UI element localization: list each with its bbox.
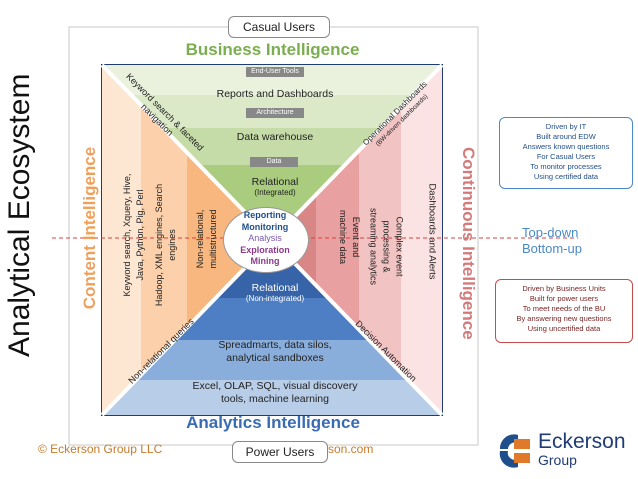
monitoring-label: Monitoring: [241, 221, 289, 232]
page-title: Analytical Ecosystem: [3, 73, 36, 357]
power-users-label: Power Users: [232, 441, 328, 463]
business-intelligence-title: Business Intelligence: [185, 40, 360, 59]
left-col2-line-1: Hadoop, XML engines, Search: [154, 183, 164, 307]
tools-line-1: Excel, OLAP, SQL, visual discovery: [192, 380, 358, 392]
right-col2-line-3: streaming analytics: [368, 207, 379, 286]
right-col1-line-1: Event and: [351, 216, 361, 258]
spreadmarts-line-2: analytical sandboxes: [226, 352, 324, 364]
event-machine-data: Event and machine data: [336, 197, 362, 277]
bu-line-3: To meet needs of the BU: [522, 304, 606, 313]
non-integrated-label: (Non-integrated): [245, 294, 305, 303]
it-line-3: Answers known questions: [522, 142, 610, 151]
continuous-intelligence-title: Continuous Intelligence: [459, 147, 478, 340]
architecture-tag: Architecture: [246, 108, 304, 118]
it-line-1: Driven by IT: [545, 122, 587, 131]
relational-non-integrated: Relational (Non-integrated): [225, 282, 325, 303]
analytics-intelligence-title: Analytics Intelligence: [186, 413, 360, 432]
integrated-label: (Integrated): [254, 188, 296, 197]
mining-label: Mining: [250, 256, 280, 266]
right-col1-line-2: machine data: [338, 209, 348, 265]
tools-line-2: tools, machine learning: [221, 393, 329, 405]
reporting-label: Reporting: [243, 210, 287, 220]
top-down-divider: [52, 237, 578, 239]
eckerson-group-text: Group: [538, 452, 577, 468]
dashboards-and-alerts: Dashboards and Alerts: [426, 162, 439, 302]
right-col2-line-2: processing &: [381, 220, 392, 273]
complex-event-processing: Complex event processing & streaming ana…: [367, 192, 406, 302]
website-text: son.com: [328, 442, 374, 456]
data-tag: Data: [250, 157, 298, 167]
center-ellipse: [223, 207, 309, 273]
it-line-5: To monitor processes: [530, 162, 602, 171]
spreadmarts-line-1: Spreadmarts, data silos,: [218, 339, 332, 351]
it-line-6: Using certified data: [533, 172, 599, 181]
content-intelligence-title: Content Intelligence: [80, 146, 99, 310]
right-col3-line-1: Dashboards and Alerts: [426, 183, 438, 280]
it-line-2: Built around EDW: [536, 132, 596, 141]
top-down-label: Top-down: [522, 225, 579, 240]
keyword-search-languages: Keyword search, Xquery, Hive, Java, Pyth…: [121, 160, 147, 310]
eckerson-logo-icon: [499, 434, 530, 468]
end-user-tools-tag: End-User Tools: [246, 67, 304, 77]
left-col1-line-1: Keyword search, Xquery, Hive,: [122, 173, 132, 297]
non-relational-multistructured: Non-relational, multistructured: [194, 199, 220, 279]
casual-users-label: Casual Users: [228, 16, 330, 38]
bu-line-1: Driven by Business Units: [522, 284, 606, 293]
relational-label-bottom: Relational: [251, 282, 299, 294]
driven-by-it-box: Driven by IT Built around EDW Answers kn…: [499, 117, 633, 189]
right-col2-line-1: Complex event: [394, 216, 405, 277]
center-labels: Reporting Monitoring Analysis Exploratio…: [218, 210, 312, 268]
bu-line-2: Built for power users: [529, 294, 599, 303]
analysis-label: Analysis: [248, 233, 282, 243]
eckerson-logo-text: Eckerson: [538, 430, 626, 453]
copyright-text: © Eckerson Group LLC: [38, 442, 163, 456]
exploration-label: Exploration: [240, 244, 290, 255]
reports-and-dashboards: Reports and Dashboards: [216, 88, 334, 100]
driven-by-business-units-box: Driven by Business Units Built for power…: [495, 279, 633, 343]
data-warehouse: Data warehouse: [236, 131, 314, 143]
bottom-up-label: Bottom-up: [522, 241, 582, 256]
left-col2-line-2: engines: [167, 229, 177, 261]
analytics-tools-text: Excel, OLAP, SQL, visual discovery tools…: [170, 380, 380, 406]
hadoop-engines: Hadoop, XML engines, Search engines: [153, 180, 179, 310]
quadrant-diagram: [101, 64, 443, 416]
spreadmarts-text: Spreadmarts, data silos, analytical sand…: [190, 339, 360, 365]
relational-label: Relational: [251, 176, 299, 188]
it-line-4: For Casual Users: [536, 152, 596, 161]
left-col1-line-2: Java, Python, Pig, Perl: [135, 189, 145, 281]
bu-line-4: By answering new questions: [516, 314, 612, 323]
relational-integrated: Relational (Integrated): [230, 176, 320, 197]
left-col3-line-1: Non-relational,: [195, 209, 205, 269]
bu-line-5: Using uncertified data: [527, 324, 601, 333]
